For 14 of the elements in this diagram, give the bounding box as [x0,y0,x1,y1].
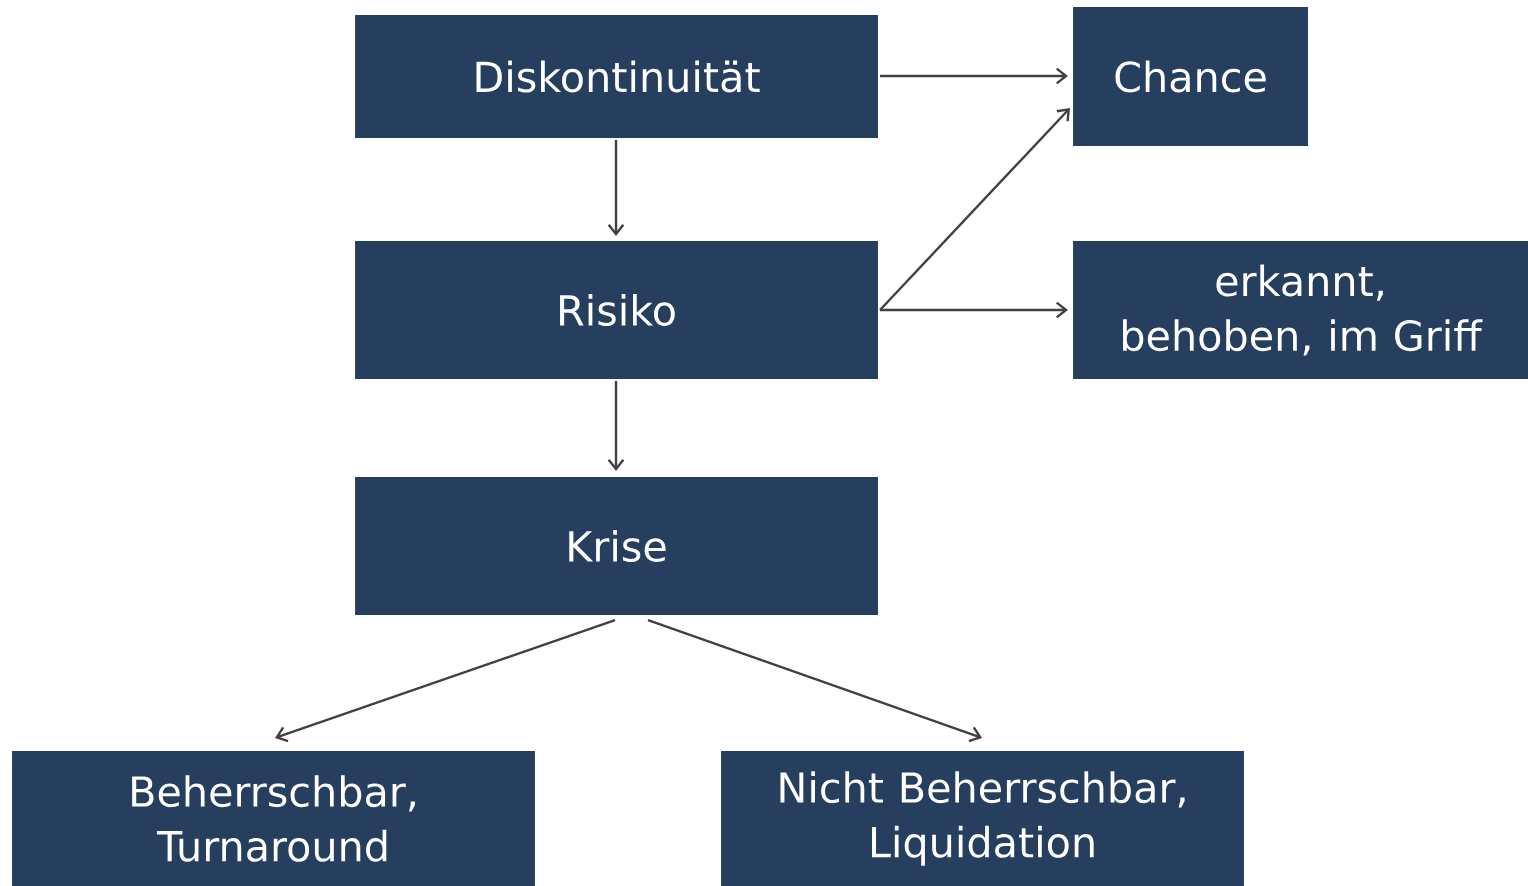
arrow [607,381,625,471]
arrow [880,301,1068,319]
arrow [879,108,1070,311]
arrow [607,140,625,236]
process-box: Beherrschbar, Turnaround [12,751,535,886]
process-box: Diskontinuität [355,15,878,138]
process-box: Risiko [355,241,878,379]
process-box: Krise [355,477,878,615]
arrow [647,618,982,743]
arrow [880,67,1068,85]
process-box: erkannt, behoben, im Griff [1073,241,1528,379]
process-box: Nicht Beherrschbar, Liquidation [721,751,1244,886]
arrow [275,618,616,743]
process-box: Chance [1073,7,1308,146]
